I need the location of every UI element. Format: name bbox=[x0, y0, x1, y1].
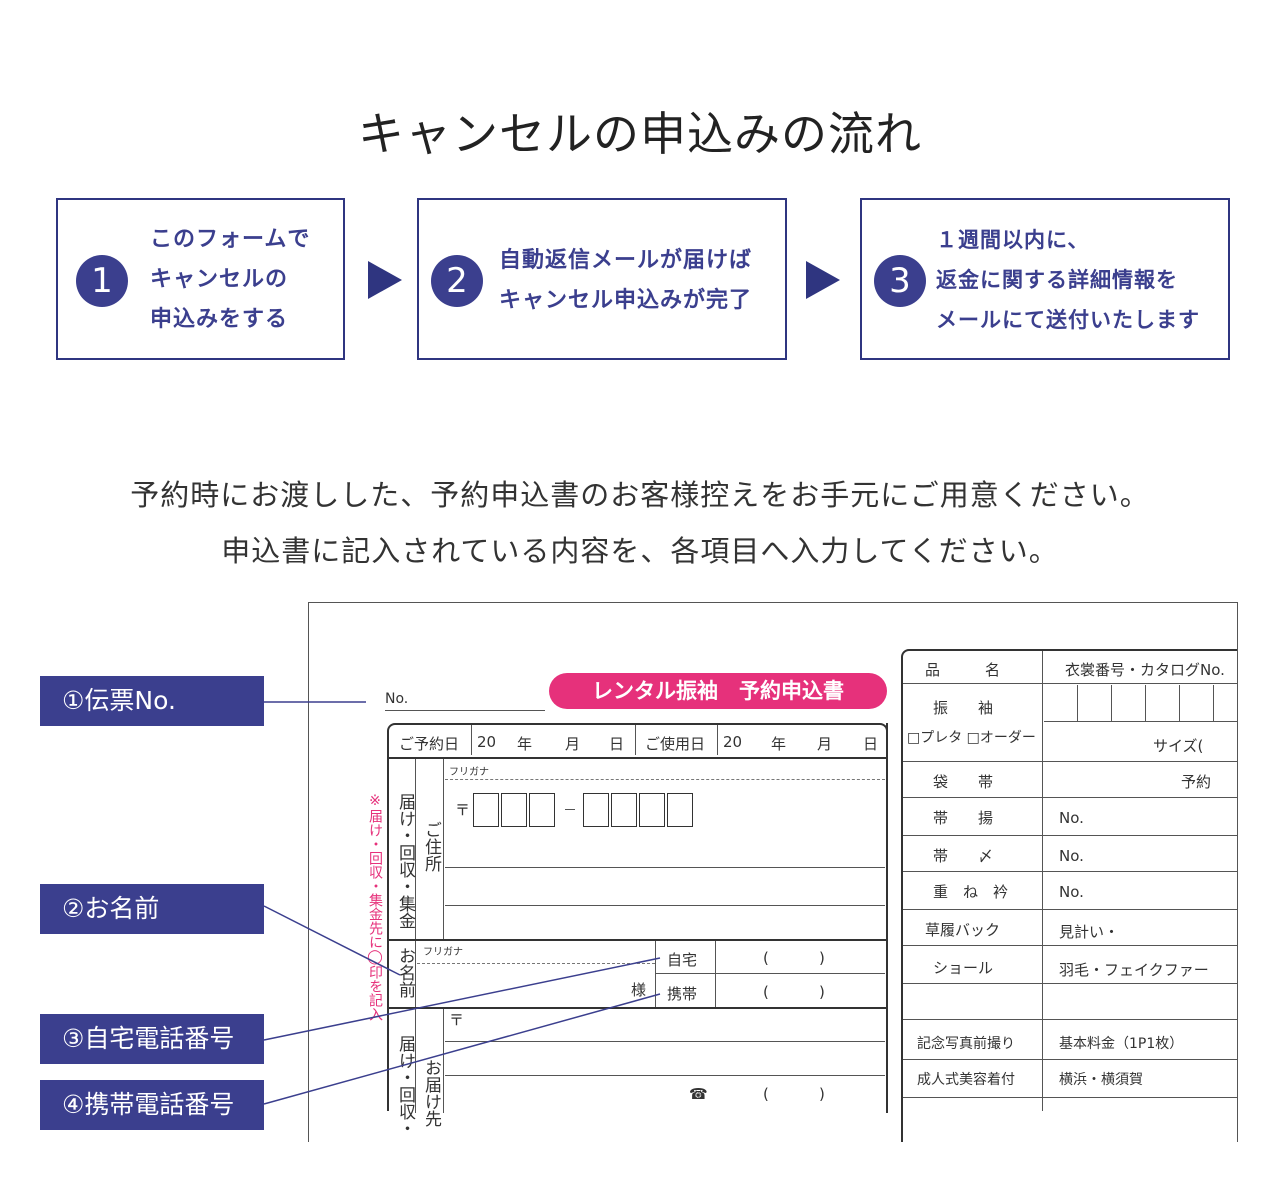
step-2-box: 2 自動返信メールが届けばキャンセル申込みが完了 bbox=[417, 198, 787, 360]
form-address-label: ご住所 bbox=[421, 821, 441, 872]
lead-text-1: 予約時にお渡しした、予約申込書のお客様控えをお手元にご用意ください。 bbox=[130, 478, 1150, 512]
step-1-number: 1 bbox=[76, 255, 128, 307]
step-1-box: 1 このフォームでキャンセルの申込みをする bbox=[56, 198, 345, 360]
form-home-label: 自宅 bbox=[667, 951, 698, 969]
step-3-number: 3 bbox=[874, 255, 926, 307]
form-no-label: No. bbox=[385, 691, 409, 707]
label-home-phone: ③自宅電話番号 bbox=[40, 1014, 264, 1064]
postal-mark-icon: 〒 bbox=[455, 801, 471, 819]
page-title: キャンセルの申込みの流れ bbox=[358, 107, 922, 161]
arrow-right-icon bbox=[806, 261, 840, 299]
form-delivery-note: 届け・回収・集金 bbox=[395, 793, 415, 929]
lead-text-2: 申込書に記入されている内容を、各項目へ入力してください。 bbox=[221, 534, 1059, 568]
step-2-number: 2 bbox=[431, 255, 483, 307]
phone-icon: ☎ bbox=[689, 1085, 708, 1103]
label-mobile-phone: ④携帯電話番号 bbox=[40, 1080, 264, 1130]
step-3-text: １週間以内に、返金に関する詳細情報をメールにて送付いたします bbox=[936, 228, 1200, 332]
label-slip-no: ①伝票No. bbox=[40, 676, 264, 726]
step-3-box: 3 １週間以内に、返金に関する詳細情報をメールにて送付いたします bbox=[860, 198, 1230, 360]
form-name-label: お名前 bbox=[395, 947, 415, 998]
sample-form: No. レンタル振袖 予約申込書 ご予約日 20 年 月 日 ご使用日 20 年… bbox=[308, 602, 1238, 1142]
form-reserve-date: ご予約日 bbox=[399, 735, 460, 753]
arrow-right-icon bbox=[368, 261, 402, 299]
form-mobile-label: 携帯 bbox=[667, 985, 698, 1003]
form-side-note: ※届け・回収・集金先に◯印を記入 bbox=[367, 793, 383, 1021]
label-name: ②お名前 bbox=[40, 884, 264, 934]
step-2-text: 自動返信メールが届けばキャンセル申込みが完了 bbox=[499, 248, 753, 313]
form-header: レンタル振袖 予約申込書 bbox=[549, 673, 887, 709]
step-1-text: このフォームでキャンセルの申込みをする bbox=[150, 227, 311, 332]
form-use-date: ご使用日 bbox=[645, 735, 706, 753]
